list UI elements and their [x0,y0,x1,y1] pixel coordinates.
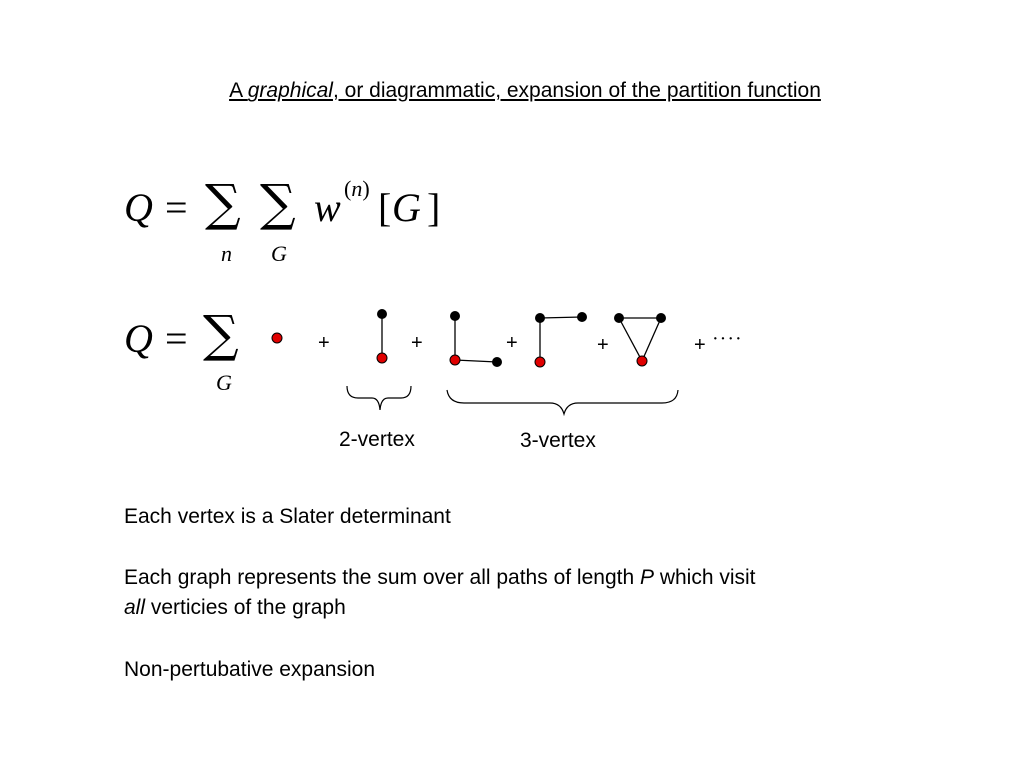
title-emphasis: graphical [247,79,333,102]
eq1-bracket-var: G [392,185,421,230]
graph-1-vertex-root [271,332,283,344]
eq2-lhs: Q [124,316,153,361]
eq1-superscript-text: n [351,176,363,201]
note-paths-text-3: verticies of the graph [145,596,346,619]
note-paths: Each graph represents the sum over all p… [124,563,756,623]
graph-5-vertex-top-right [656,313,666,323]
graph-2-vertex-root [376,352,388,364]
eq1-sum-2-icon: ∑ [260,174,296,232]
eq1-bracket-open: [ [378,185,392,230]
eq1-superscript: (n) [344,176,370,201]
note-slater-determinant: Each vertex is a Slater determinant [124,505,451,528]
eq2-plus-4: + [597,334,609,356]
note-paths-italic-p: P [639,566,654,589]
eq2-sum-icon: ∑ [203,305,239,363]
graph-4-vertex-top-right [577,312,587,322]
note-paths-text-1: Each graph represents the sum over all p… [124,566,640,589]
eq1-sum-2-index: G [271,241,287,266]
graph-3-edge-horizontal [454,359,498,363]
brace-3-vertex [446,389,679,417]
eq2-plus-2: + [411,332,423,354]
title-prefix: A [229,79,248,102]
eq2-ellipsis: ···· [712,328,743,350]
graph-4-edge-horizontal [539,316,583,319]
graph-5-edge-right [641,317,662,362]
eq2-plus-5: + [694,334,706,356]
note-paths-italic-all: all [124,596,146,619]
graph-4-vertex-top-left [535,313,545,323]
label-2-vertex: 2-vertex [339,428,415,451]
eq2-plus-3: + [506,332,518,354]
slide-title: A graphical, or diagrammatic, expansion … [0,79,1024,103]
title-suffix: , or diagrammatic, expansion of the part… [332,79,821,102]
graph-5-edge-left [618,317,643,362]
brace-2-vertex [346,385,412,411]
graph-4-vertex-root [534,356,546,368]
eq2-equals: = [165,316,188,361]
eq2-sum-index: G [216,370,232,395]
eq1-sum-1-index: n [221,241,232,266]
graph-5-vertex-top-left [614,313,624,323]
eq1-bracket-close: ] [427,185,441,230]
graph-5-vertex-root [636,355,648,367]
graph-3-vertex-top [450,311,460,321]
label-3-vertex: 3-vertex [520,429,596,452]
eq2-plus-1: + [318,332,330,354]
eq1-equals: = [165,185,188,230]
graph-2-vertex [377,309,387,319]
graph-3-vertex-root [449,354,461,366]
eq1-w: w [314,185,341,230]
eq1-lhs: Q [124,185,153,230]
note-paths-text-2: which visit [653,566,756,589]
note-non-perturbative: Non-pertubative expansion [124,658,375,681]
eq1-sum-1-icon: ∑ [205,174,241,232]
graph-3-vertex-right [492,357,502,367]
